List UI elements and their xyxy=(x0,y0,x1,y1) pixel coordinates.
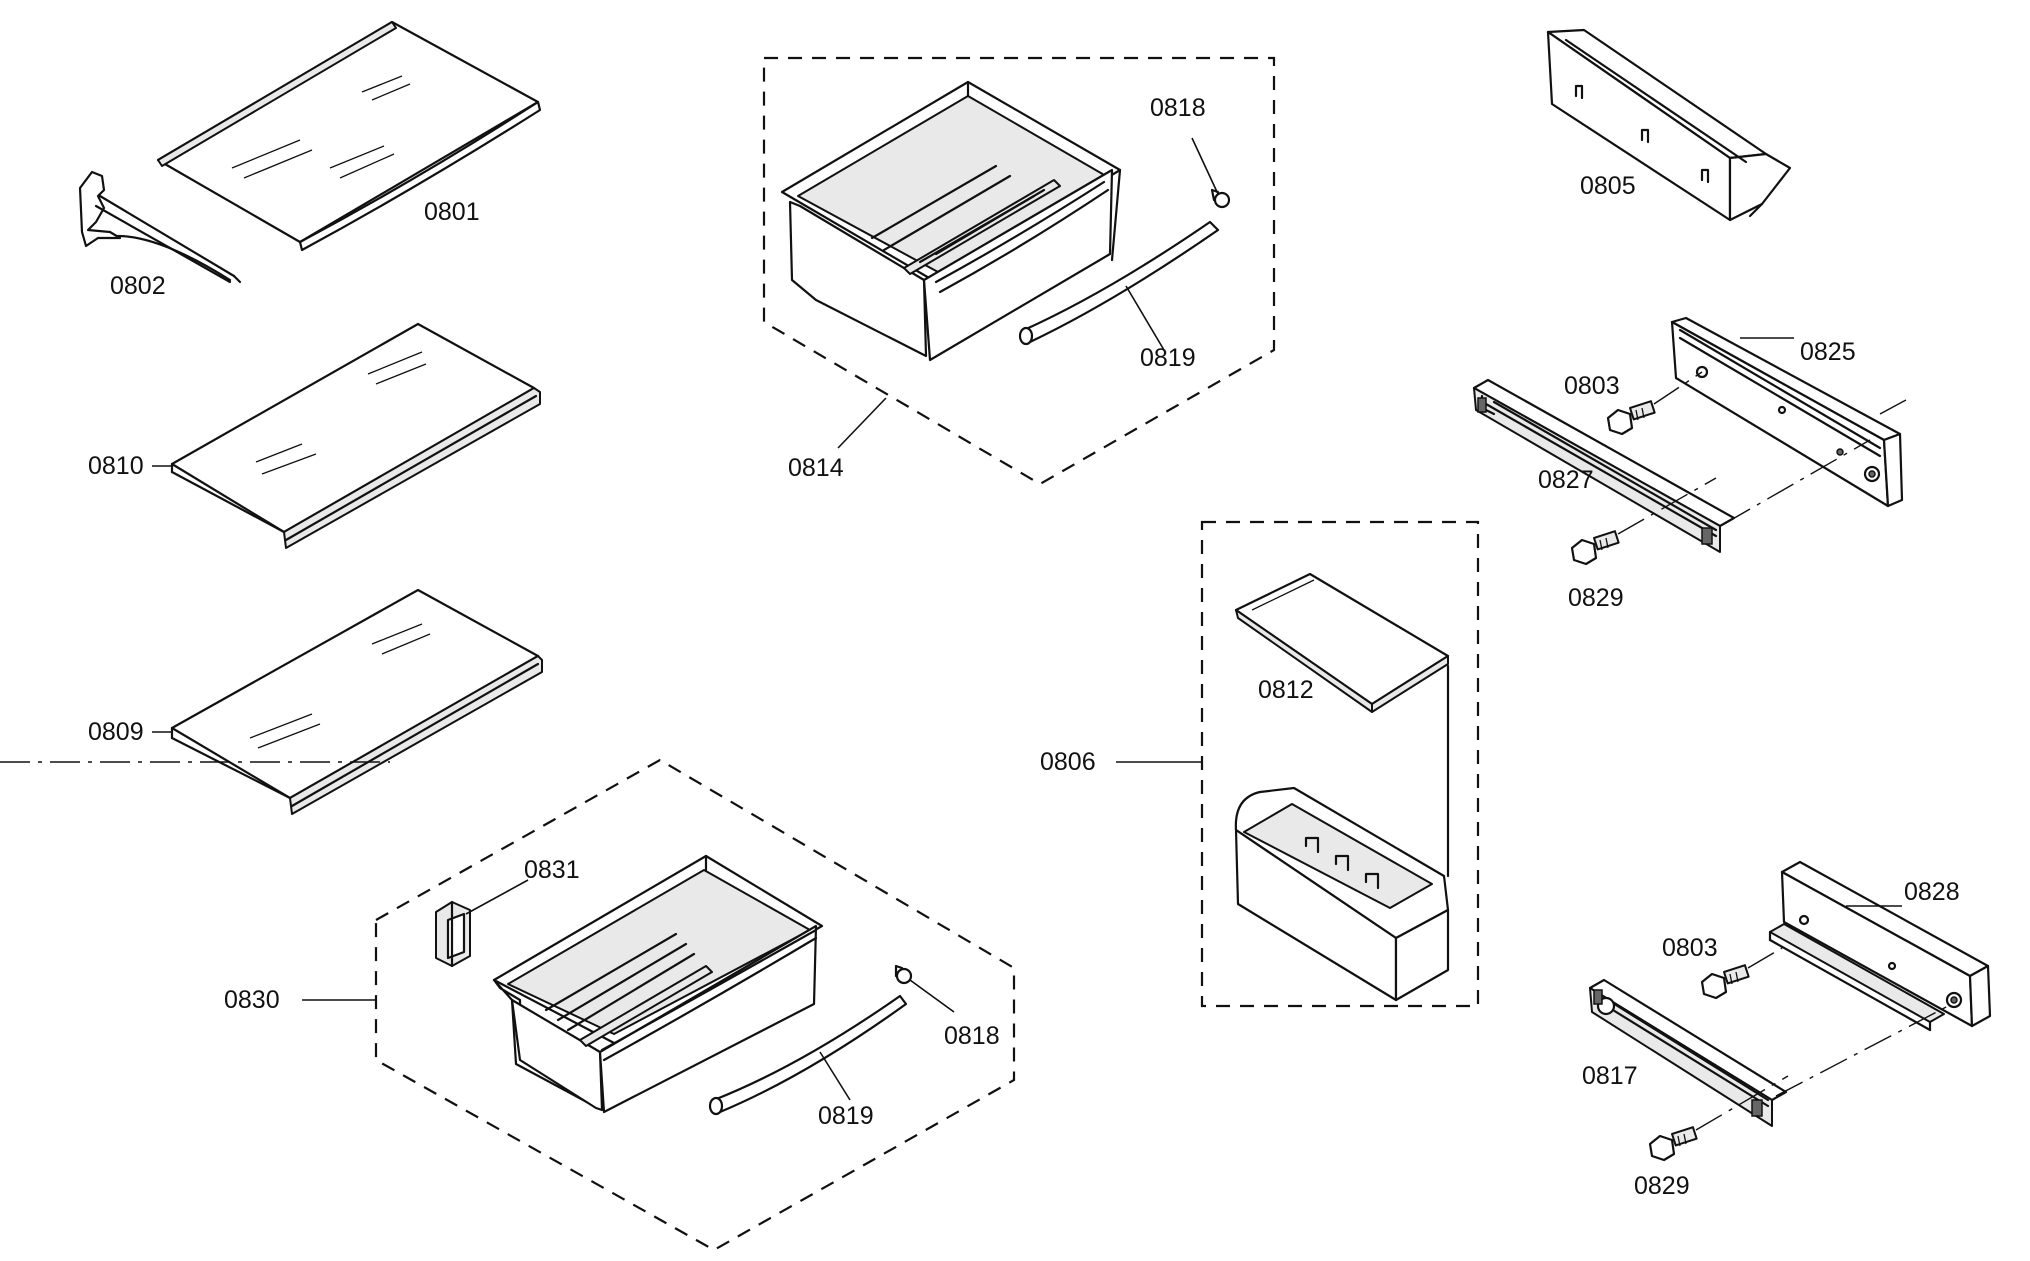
part-0805-channel xyxy=(1546,28,1792,222)
part-0819-seal-strip-upper xyxy=(1018,220,1220,346)
label-0810: 0810 xyxy=(88,452,144,480)
leader-0831 xyxy=(465,879,529,915)
label-0819-upper: 0819 xyxy=(1140,344,1196,372)
leader-0818-upper xyxy=(1191,137,1219,195)
part-0829-screw-upper xyxy=(1570,530,1620,566)
phantom-line-0803-lower xyxy=(1747,947,1783,969)
leader-0819-upper xyxy=(1125,285,1165,351)
group-0806-bin-assembly xyxy=(1116,520,1480,1008)
phantom-line-0803-upper xyxy=(1653,371,1703,405)
part-0812-bin-lid xyxy=(1234,572,1450,713)
part-0803-screw-upper xyxy=(1606,400,1656,436)
label-0828: 0828 xyxy=(1904,878,1960,906)
part-0810-glass-shelf xyxy=(170,322,541,549)
part-0827-slide-rail xyxy=(1472,378,1736,553)
leader-0819-lower xyxy=(819,1051,851,1101)
label-0829-lower: 0829 xyxy=(1634,1172,1690,1200)
part-0802-shelf-bracket xyxy=(78,170,242,284)
part-0829-screw-lower xyxy=(1648,1126,1698,1162)
label-0802: 0802 xyxy=(110,272,166,300)
label-0819-lower: 0819 xyxy=(818,1102,874,1130)
label-0805: 0805 xyxy=(1580,172,1636,200)
phantom-line-0817 xyxy=(1775,1003,1953,1097)
label-0803-lower: 0803 xyxy=(1662,934,1718,962)
label-0818-lower: 0818 xyxy=(944,1022,1000,1050)
phantom-line-0829-upper xyxy=(1617,477,1717,535)
part-0809-glass-shelf xyxy=(170,588,543,815)
label-0814: 0814 xyxy=(788,454,844,482)
part-0803-screw-lower xyxy=(1700,964,1750,1000)
part-0819-seal-strip-lower xyxy=(708,994,908,1116)
part-bin-body xyxy=(1234,786,1450,1002)
label-0830: 0830 xyxy=(224,986,280,1014)
part-drawer-bin-upper xyxy=(780,80,1122,362)
label-0803-upper: 0803 xyxy=(1564,372,1620,400)
label-0831: 0831 xyxy=(524,856,580,884)
group-0814-drawer-assembly xyxy=(762,56,1276,486)
part-0828-rail-cover xyxy=(1768,860,1992,1032)
part-0818-clip-upper xyxy=(1210,188,1231,209)
phantom-line-0825 xyxy=(1879,399,1907,415)
label-0801: 0801 xyxy=(424,198,480,226)
part-0831-bracket xyxy=(435,900,471,968)
phantom-line-0827 xyxy=(1723,439,1871,525)
part-0818-clip-lower xyxy=(894,964,913,985)
label-0825: 0825 xyxy=(1800,338,1856,366)
part-0801-glass-shelf xyxy=(156,20,542,252)
part-0825-rail-cover xyxy=(1670,316,1904,508)
label-0827: 0827 xyxy=(1538,466,1594,494)
label-0829-upper: 0829 xyxy=(1568,584,1624,612)
leader-0818-lower xyxy=(909,979,955,1013)
phantom-line-0829-lower xyxy=(1695,1075,1789,1131)
part-drawer-bin-lower xyxy=(492,854,824,1114)
label-0817: 0817 xyxy=(1582,1062,1638,1090)
label-0818-upper: 0818 xyxy=(1150,94,1206,122)
group-0830-drawer-assembly xyxy=(302,758,1016,1252)
label-0806: 0806 xyxy=(1040,748,1096,776)
leader-0814 xyxy=(837,397,887,449)
label-0812: 0812 xyxy=(1258,676,1314,704)
part-0817-slide-rail xyxy=(1588,978,1788,1127)
label-0809: 0809 xyxy=(88,718,144,746)
